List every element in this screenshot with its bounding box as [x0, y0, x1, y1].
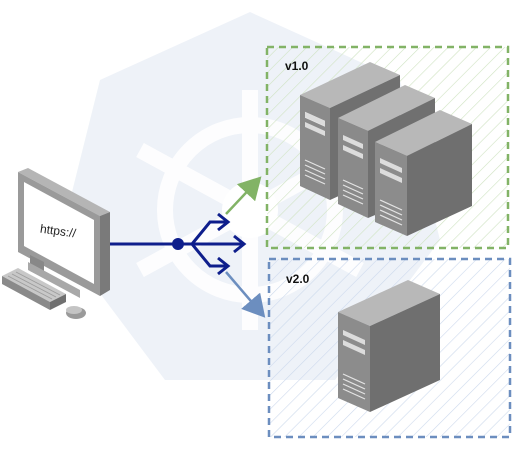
group-v1-label: v1.0: [285, 59, 309, 73]
mouse-icon: [66, 306, 86, 319]
route-arrow-v1: [225, 176, 262, 215]
computer-icon: [18, 168, 110, 298]
server-icon: [338, 280, 440, 412]
group-v2-label: v2.0: [286, 272, 310, 286]
route-arrow-v2: [225, 271, 266, 318]
split-arrow-icon: [178, 212, 247, 276]
keyboard-icon: [2, 268, 66, 310]
server-icon: [375, 110, 472, 236]
